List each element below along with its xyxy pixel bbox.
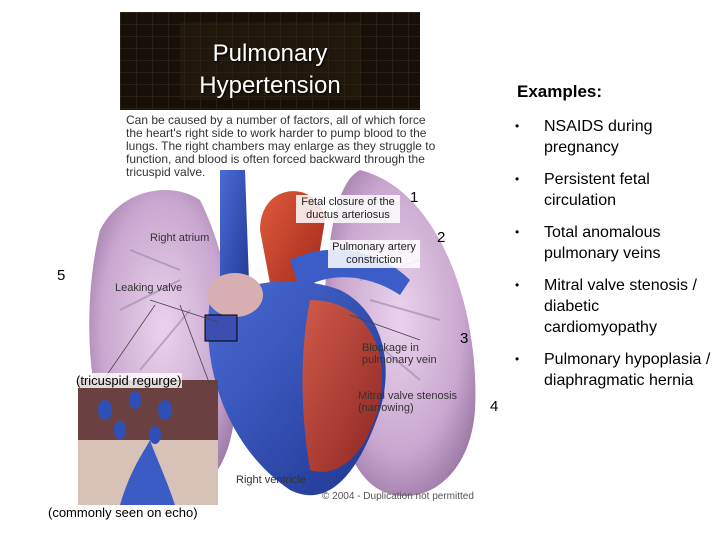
annotation-pa-constriction: Pulmonary artery constriction [328,240,420,268]
example-text: NSAIDS during pregnancy [544,118,653,156]
caption: Can be caused by a number of factors, al… [126,113,436,179]
number-2: 2 [437,229,446,246]
grid-background [120,12,420,110]
title-box: Pulmonary Hypertension [120,12,420,110]
example-text: Persistent fetal circulation [544,171,650,209]
label-blockage: Blockage in pulmonary vein [362,342,437,366]
example-text: Pulmonary hypoplasia / diaphragmatic her… [544,351,711,389]
number-3: 3 [460,330,469,347]
heart-left-side [302,300,382,472]
example-item: • Persistent fetal circulation [515,169,715,211]
valve-inset [204,314,238,342]
leader-lines [99,299,421,386]
example-item: • Pulmonary hypoplasia / diaphragmatic he… [515,349,715,391]
bullet-icon: • [515,278,520,292]
copyright-notice: © 2004 - Duplication not permitted [322,491,474,502]
bullet-icon: • [515,352,520,366]
title-line-1: Pulmonary [212,40,328,67]
right-atrium [207,273,263,317]
number-4: 4 [490,398,499,415]
label-right-ventricle: Right ventricle [236,474,306,486]
bullet-icon: • [515,119,520,133]
label-mitral: Mitral valve stenosis (narrowing) [358,390,458,414]
examples-heading: Examples: [517,82,603,101]
label-right-atrium: Right atrium [150,232,210,244]
number-1: 1 [410,189,419,206]
number-5: 5 [57,267,66,284]
example-item: • Total anomalous pulmonary veins [515,222,715,264]
example-item: • NSAIDS during pregnancy [515,116,715,158]
valve-leaflets [98,391,172,444]
label-leaking-valve: Leaking valve [115,282,183,294]
example-text: Mitral valve stenosis / diabetic cardiom… [544,277,697,336]
example-item: • Mitral valve stenosis / diabetic cardio… [515,275,715,338]
annotation-tricuspid: (tricuspid regurge) [76,373,182,388]
bullet-icon: • [515,225,520,239]
title-line-2: Hypertension [199,72,341,99]
examples-list: • NSAIDS during pregnancy • Persistent fet… [515,116,715,402]
page-title: Pulmonary Hypertension [120,38,420,102]
annotation-echo: (commonly seen on echo) [48,505,198,520]
bullet-icon: • [515,172,520,186]
annotation-fetal-closure: Fetal closure of the ductus arteriosus [296,195,400,223]
example-text: Total anomalous pulmonary veins [544,224,661,262]
